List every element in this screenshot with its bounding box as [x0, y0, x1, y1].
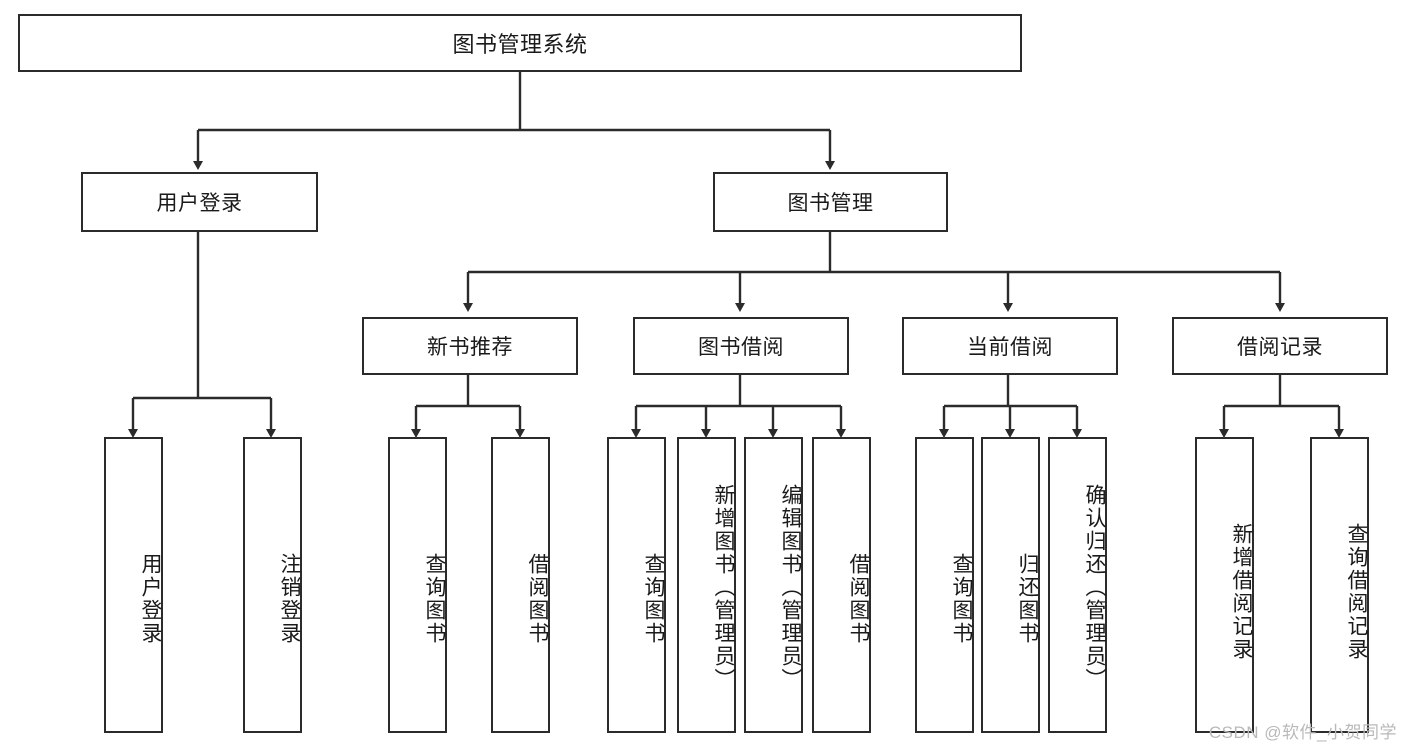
leaf-label: 查询图书	[423, 553, 446, 645]
leaf-query-book-recommend[interactable]: 查询图书	[388, 437, 447, 733]
leaf-label: 新增借阅记录	[1230, 523, 1253, 661]
leaf-label: 用户登录	[139, 553, 162, 645]
node-current-borrow[interactable]: 当前借阅	[902, 317, 1118, 375]
leaf-edit-book-admin[interactable]: 编辑图书（管理员）	[744, 437, 803, 733]
leaf-borrow-book[interactable]: 借阅图书	[812, 437, 871, 733]
node-book-management[interactable]: 图书管理	[713, 172, 948, 232]
leaf-label: 查询借阅记录	[1345, 523, 1368, 661]
leaf-user-login[interactable]: 用户登录	[104, 437, 163, 733]
leaf-query-book-current[interactable]: 查询图书	[915, 437, 974, 733]
leaf-label: 查询图书	[950, 553, 973, 645]
leaf-add-borrow-record[interactable]: 新增借阅记录	[1195, 437, 1254, 733]
leaf-query-borrow-record[interactable]: 查询借阅记录	[1310, 437, 1369, 733]
leaf-label: 归还图书	[1016, 553, 1039, 645]
leaf-query-book-borrow[interactable]: 查询图书	[607, 437, 666, 733]
leaf-logout[interactable]: 注销登录	[243, 437, 302, 733]
node-borrow-record[interactable]: 借阅记录	[1172, 317, 1388, 375]
leaf-label: 确认归还（管理员）	[1083, 483, 1106, 691]
leaf-borrow-book-recommend[interactable]: 借阅图书	[491, 437, 550, 733]
leaf-label: 编辑图书（管理员）	[779, 483, 802, 691]
node-user-login[interactable]: 用户登录	[81, 172, 318, 232]
leaf-label: 查询图书	[642, 553, 665, 645]
leaf-add-book-admin[interactable]: 新增图书（管理员）	[677, 437, 736, 733]
leaf-label: 借阅图书	[847, 553, 870, 645]
leaf-label: 注销登录	[278, 553, 301, 645]
leaf-label: 新增图书（管理员）	[712, 483, 735, 691]
leaf-return-book[interactable]: 归还图书	[981, 437, 1040, 733]
csdn-watermark: CSDN @软件_小贺同学	[1208, 723, 1397, 742]
leaf-confirm-return-admin[interactable]: 确认归还（管理员）	[1048, 437, 1107, 733]
node-new-book-recommend[interactable]: 新书推荐	[362, 317, 578, 375]
node-root-system[interactable]: 图书管理系统	[18, 14, 1022, 72]
node-book-borrow[interactable]: 图书借阅	[633, 317, 849, 375]
leaf-label: 借阅图书	[526, 553, 549, 645]
